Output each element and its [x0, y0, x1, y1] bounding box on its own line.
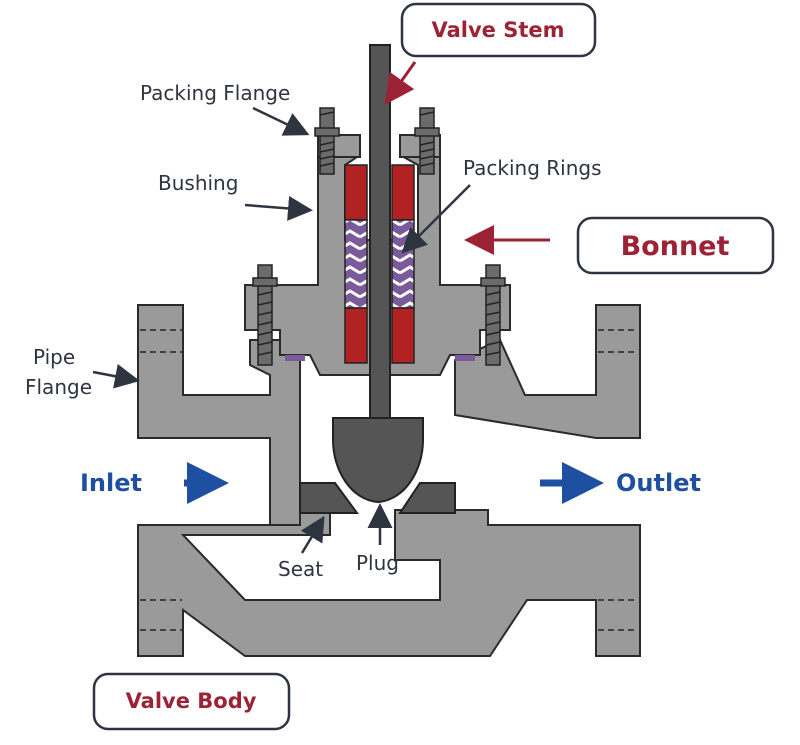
- outlet-label: Outlet: [616, 469, 701, 497]
- seat-arrow: [300, 515, 325, 554]
- pipe-flange-arrow: [92, 363, 140, 389]
- packing-rings-left: [344, 219, 368, 309]
- seat-right: [398, 482, 456, 514]
- seat: [299, 482, 456, 514]
- body-lower: [137, 509, 641, 657]
- plug-label: Plug: [356, 551, 399, 575]
- valve-stem-arrow: [384, 61, 417, 105]
- bonnet-label: Bonnet: [621, 231, 730, 262]
- bushing-lower-left: [344, 307, 368, 364]
- bushing-arrow: [244, 195, 313, 221]
- plug: [332, 417, 424, 504]
- packing-assembly: [344, 164, 415, 364]
- valve-stem-shaft: [369, 44, 391, 421]
- packing-rings-right: [391, 219, 415, 309]
- gasket-left: [285, 355, 305, 361]
- bolts: [252, 107, 506, 366]
- valve-body-box: [92, 672, 291, 731]
- bushing-upper-left: [344, 164, 368, 221]
- body-upper-right: [454, 304, 641, 439]
- gasket-right: [455, 355, 475, 361]
- packing-rings-arrow: [401, 184, 471, 254]
- bushing-lower-right: [391, 307, 415, 364]
- valve-stem-box: [400, 2, 597, 58]
- inlet-label: Inlet: [80, 469, 142, 497]
- packing-rings-label: Packing Rings: [463, 156, 602, 180]
- bushing-upper-right: [391, 164, 415, 221]
- valve-body-label: Valve Body: [126, 689, 257, 713]
- valve-stem-label: Valve Stem: [431, 18, 564, 42]
- bushing-label: Bushing: [158, 171, 238, 195]
- pipe-flange-label-2: Flange: [25, 375, 92, 399]
- bonnet-box: [576, 216, 775, 275]
- pipe-flange-label-1: Pipe: [33, 345, 75, 369]
- body-upper-left: [137, 304, 301, 526]
- seat-label: Seat: [278, 557, 323, 581]
- packing-flange-arrow: [252, 106, 310, 136]
- seat-left: [299, 482, 359, 514]
- packing-flange-label: Packing Flange: [140, 81, 290, 105]
